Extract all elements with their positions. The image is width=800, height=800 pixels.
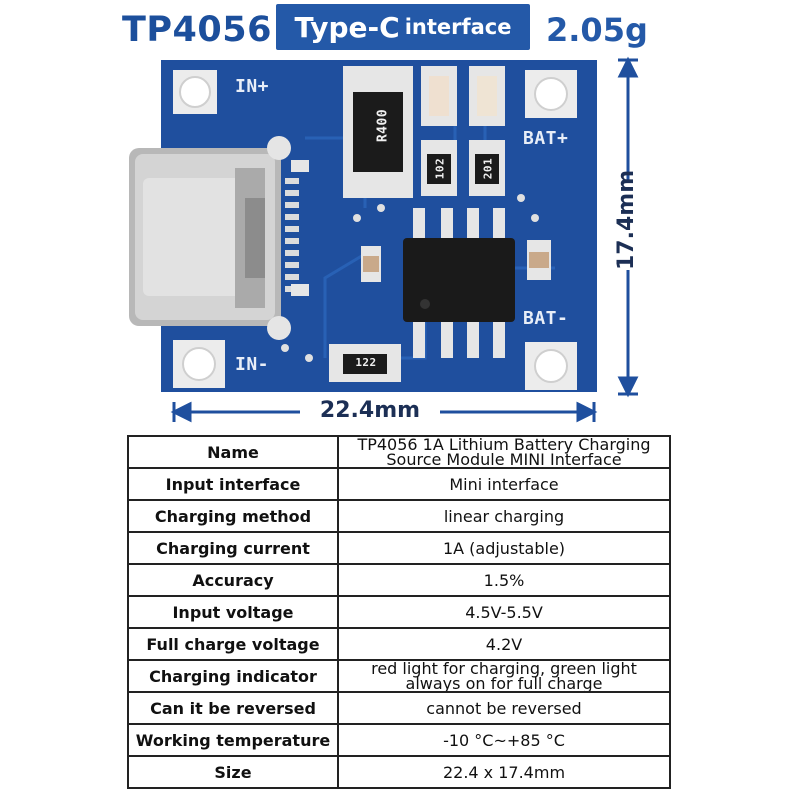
led-red [421, 66, 457, 126]
table-row: Name TP4056 1A Lithium Battery Charging … [127, 435, 671, 469]
tp4056-chip [403, 208, 515, 358]
spec-value: cannot be reversed [337, 691, 671, 725]
silk-label-in-plus: IN+ [235, 76, 270, 97]
table-row: Working temperature -10 °C~+85 °C [127, 723, 671, 757]
spec-value: 4.5V-5.5V [337, 595, 671, 629]
table-row: Accuracy 1.5% [127, 563, 671, 597]
spec-value-line: Source Module MINI Interface [386, 450, 622, 468]
table-row: Can it be reversed cannot be reversed [127, 691, 671, 725]
pcb-board-graphic [129, 60, 597, 392]
spec-key: Accuracy [127, 563, 339, 597]
table-row: Input voltage 4.5V-5.5V [127, 595, 671, 629]
table-row: Charging indicator red light for chargin… [127, 659, 671, 693]
silk-label-bat-plus: BAT+ [523, 128, 569, 149]
product-weight: 2.05g [546, 11, 648, 49]
table-row: Full charge voltage 4.2V [127, 627, 671, 661]
spec-key: Input voltage [127, 595, 339, 629]
led-green [469, 66, 505, 126]
usb-c-connector [129, 136, 309, 340]
silk-label-bat-minus: BAT- [523, 308, 569, 329]
spec-value-line: red light for charging, green light [371, 660, 637, 678]
resistor-bottom-marking: 122 [355, 356, 377, 369]
resistor-main-marking: R400 [375, 108, 391, 143]
spec-key: Charging indicator [127, 659, 339, 693]
silk-label-in-minus: IN- [235, 354, 270, 375]
capacitor-right [527, 240, 551, 280]
table-row: Size 22.4 x 17.4mm [127, 755, 671, 789]
resistor-bottom [329, 344, 401, 382]
table-row: Charging current 1A (adjustable) [127, 531, 671, 565]
pcb-illustration: IN+ IN- BAT+ BAT- R400 102 201 122 [125, 58, 605, 398]
mounting-pad-bottom-right [525, 342, 577, 390]
resistor-a [421, 140, 457, 196]
spec-value: TP4056 1A Lithium Battery Charging Sourc… [337, 435, 671, 469]
mounting-pad-top-left [173, 70, 217, 114]
spec-key: Size [127, 755, 339, 789]
spec-value: 4.2V [337, 627, 671, 661]
mounting-pad-top-right [525, 70, 577, 118]
resistor-b [469, 140, 505, 196]
mounting-pad-bottom-left [173, 340, 225, 388]
spec-table: Name TP4056 1A Lithium Battery Charging … [127, 435, 671, 789]
spec-key: Working temperature [127, 723, 339, 757]
interface-badge-main: Type-C [294, 10, 400, 44]
spec-key: Input interface [127, 467, 339, 501]
table-row: Charging method linear charging [127, 499, 671, 533]
spec-value: 1.5% [337, 563, 671, 597]
spec-key: Charging current [127, 531, 339, 565]
table-row: Input interface Mini interface [127, 467, 671, 501]
spec-value: 1A (adjustable) [337, 531, 671, 565]
capacitor-left [361, 246, 381, 282]
spec-value: -10 °C~+85 °C [337, 723, 671, 757]
spec-value-line: always on for full charge [405, 674, 603, 692]
spec-value: linear charging [337, 499, 671, 533]
spec-key: Charging method [127, 499, 339, 533]
interface-badge: Type-C interface [276, 4, 530, 50]
spec-key: Full charge voltage [127, 627, 339, 661]
spec-value: Mini interface [337, 467, 671, 501]
product-model-title: TP4056 [122, 10, 272, 50]
spec-key: Can it be reversed [127, 691, 339, 725]
spec-value: 22.4 x 17.4mm [337, 755, 671, 789]
spec-value: red light for charging, green light alwa… [337, 659, 671, 693]
resistor-a-marking: 102 [433, 157, 447, 180]
spec-key: Name [127, 435, 339, 469]
interface-badge-sub: interface [404, 15, 512, 39]
spec-value-line: TP4056 1A Lithium Battery Charging [357, 436, 651, 454]
resistor-b-marking: 201 [481, 157, 495, 180]
resistor-main [343, 66, 413, 198]
dimension-width-label: 22.4mm [300, 398, 440, 423]
dimension-height-label: 17.4mm [614, 170, 644, 270]
